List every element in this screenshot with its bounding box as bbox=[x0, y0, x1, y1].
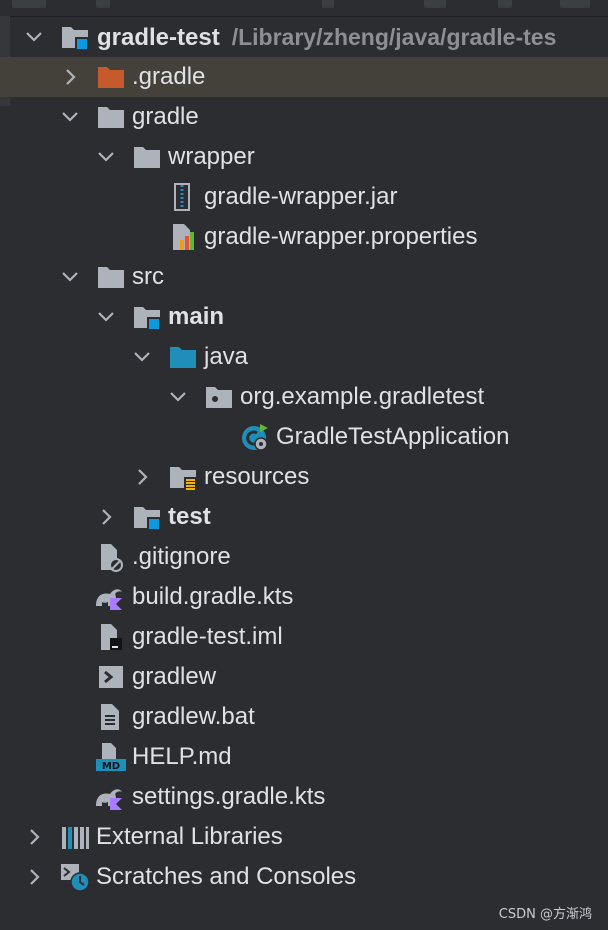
package-label: org.example.gradletest bbox=[240, 383, 485, 410]
module-folder-icon bbox=[60, 22, 90, 52]
chevron-right-icon[interactable] bbox=[22, 825, 46, 849]
folder-icon bbox=[96, 102, 126, 132]
toolbar-button-fragment bbox=[12, 0, 46, 8]
gradle-kts-icon bbox=[94, 582, 124, 612]
gradle-kts-icon bbox=[94, 782, 124, 812]
tree-row-iml[interactable]: gradle-test.iml bbox=[0, 617, 608, 657]
tree-row-help-md[interactable]: MD HELP.md bbox=[0, 737, 608, 777]
gitignore-icon bbox=[96, 542, 126, 572]
wrapper-jar-label: gradle-wrapper.jar bbox=[204, 183, 398, 210]
tree-row-wrapper-jar[interactable]: gradle-wrapper.jar bbox=[0, 177, 608, 217]
folder-icon bbox=[96, 262, 126, 292]
project-path: /Library/zheng/java/gradle-tes bbox=[231, 24, 557, 50]
chevron-right-icon[interactable] bbox=[130, 465, 154, 489]
app-class-label: GradleTestApplication bbox=[276, 423, 510, 450]
gradle-folder-label: gradle bbox=[132, 103, 199, 130]
wrapper-folder-label: wrapper bbox=[168, 143, 255, 170]
tree-row-main[interactable]: main bbox=[0, 297, 608, 337]
tree-row-resources[interactable]: resources bbox=[0, 457, 608, 497]
project-name-label: gradle-test/Library/zheng/java/gradle-te… bbox=[97, 24, 557, 51]
tree-row-gradlew[interactable]: gradlew bbox=[0, 657, 608, 697]
chevron-down-icon[interactable] bbox=[22, 25, 46, 49]
resources-folder-label: resources bbox=[204, 463, 310, 490]
help-md-label: HELP.md bbox=[132, 743, 232, 770]
chevron-right-icon[interactable] bbox=[58, 65, 82, 89]
build-gradle-label: build.gradle.kts bbox=[132, 583, 294, 610]
module-folder-icon bbox=[132, 302, 162, 332]
chevron-down-icon[interactable] bbox=[130, 345, 154, 369]
top-toolbar-edge bbox=[0, 0, 608, 17]
toolbar-button-fragment bbox=[322, 0, 334, 8]
tree-row-project-root[interactable]: gradle-test/Library/zheng/java/gradle-te… bbox=[0, 17, 608, 57]
markdown-icon: MD bbox=[96, 742, 126, 772]
tree-row-gitignore[interactable]: .gitignore bbox=[0, 537, 608, 577]
tree-row-gradlew-bat[interactable]: gradlew.bat bbox=[0, 697, 608, 737]
toolbar-button-fragment bbox=[96, 0, 110, 8]
folder-icon bbox=[132, 142, 162, 172]
chevron-right-icon[interactable] bbox=[94, 505, 118, 529]
tree-row-wrapper[interactable]: wrapper bbox=[0, 137, 608, 177]
external-libraries-label: External Libraries bbox=[96, 823, 283, 850]
shell-script-icon bbox=[96, 662, 126, 692]
resources-folder-icon bbox=[168, 462, 198, 492]
src-folder-label: src bbox=[132, 263, 164, 290]
settings-gradle-label: settings.gradle.kts bbox=[132, 783, 326, 810]
toolbar-button-fragment bbox=[560, 0, 590, 8]
tree-row-test[interactable]: test bbox=[0, 497, 608, 537]
toolbar-button-fragment bbox=[424, 0, 446, 8]
test-module-label: test bbox=[168, 503, 211, 530]
toolbar-button-fragment bbox=[498, 0, 512, 8]
project-tree: gradle-test/Library/zheng/java/gradle-te… bbox=[0, 17, 608, 897]
tree-row-wrapper-properties[interactable]: gradle-wrapper.properties bbox=[0, 217, 608, 257]
scratches-label: Scratches and Consoles bbox=[96, 863, 357, 890]
properties-icon bbox=[168, 222, 198, 252]
text-file-icon bbox=[96, 702, 126, 732]
jar-icon bbox=[168, 182, 198, 212]
module-folder-icon bbox=[132, 502, 162, 532]
dot-gradle-label: .gradle bbox=[132, 63, 206, 90]
tree-row-build-gradle[interactable]: build.gradle.kts bbox=[0, 577, 608, 617]
tree-row-package[interactable]: org.example.gradletest bbox=[0, 377, 608, 417]
excluded-folder-icon bbox=[96, 62, 126, 92]
watermark: CSDN @方渐鸿 bbox=[498, 907, 592, 922]
tree-row-src[interactable]: src bbox=[0, 257, 608, 297]
iml-label: gradle-test.iml bbox=[132, 623, 283, 650]
tree-row-app-class[interactable]: GradleTestApplication bbox=[0, 417, 608, 457]
wrapper-properties-label: gradle-wrapper.properties bbox=[204, 223, 478, 250]
tree-row-scratches[interactable]: Scratches and Consoles bbox=[0, 857, 608, 897]
chevron-down-icon[interactable] bbox=[94, 305, 118, 329]
gitignore-label: .gitignore bbox=[132, 543, 231, 570]
iml-icon bbox=[96, 622, 126, 652]
tree-row-gradle[interactable]: gradle bbox=[0, 97, 608, 137]
source-folder-icon bbox=[168, 342, 198, 372]
scratches-icon bbox=[60, 862, 90, 892]
tree-row-java[interactable]: java bbox=[0, 337, 608, 377]
tree-row-settings-gradle[interactable]: settings.gradle.kts bbox=[0, 777, 608, 817]
gradlew-bat-label: gradlew.bat bbox=[132, 703, 255, 730]
tree-row-dot-gradle[interactable]: .gradle bbox=[0, 57, 608, 97]
libraries-icon bbox=[60, 822, 90, 852]
gradlew-label: gradlew bbox=[132, 663, 217, 690]
package-icon bbox=[204, 382, 234, 412]
main-module-label: main bbox=[168, 303, 225, 330]
chevron-down-icon[interactable] bbox=[58, 105, 82, 129]
spring-boot-class-icon bbox=[240, 422, 270, 452]
java-folder-label: java bbox=[204, 343, 249, 370]
chevron-down-icon[interactable] bbox=[166, 385, 190, 409]
chevron-down-icon[interactable] bbox=[58, 265, 82, 289]
chevron-down-icon[interactable] bbox=[94, 145, 118, 169]
tree-row-external-libraries[interactable]: External Libraries bbox=[0, 817, 608, 857]
svg-text:MD: MD bbox=[102, 761, 120, 772]
chevron-right-icon[interactable] bbox=[22, 865, 46, 889]
